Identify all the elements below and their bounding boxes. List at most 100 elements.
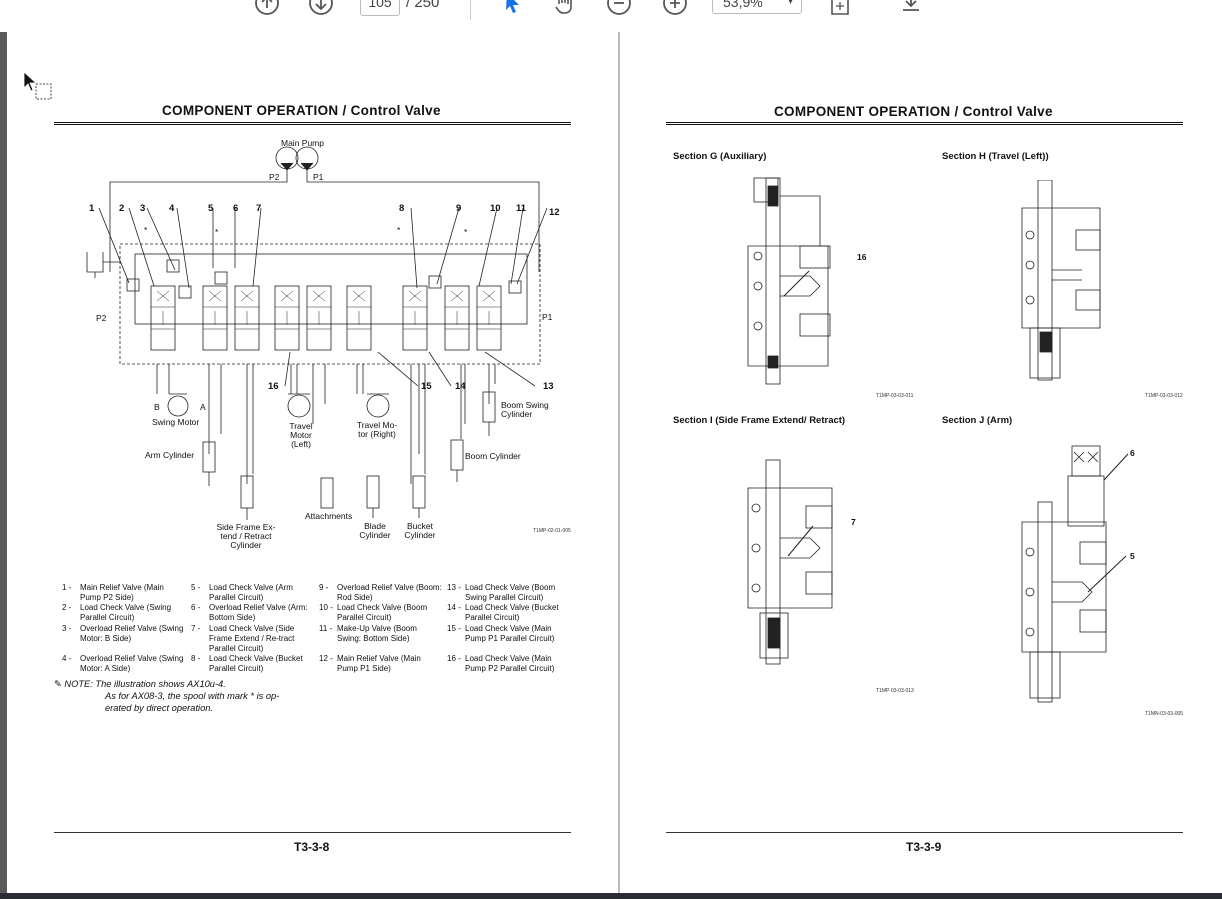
callout-5: 5 (208, 203, 214, 214)
section-i-title: Section I (Side Frame Extend/ Retract) (673, 415, 846, 426)
travel-motor-right-label: Travel Mo- tor (Right) (356, 420, 398, 439)
note-label: NOTE: (64, 679, 93, 689)
left-footer-rule (54, 832, 571, 833)
bottom-status-bar (0, 893, 1222, 899)
section-g-callout: 16 (857, 252, 867, 262)
section-h-drawing (1021, 180, 1101, 381)
toolbar-divider (470, 0, 471, 20)
swing-motor-port-b: B (154, 402, 160, 412)
chevron-down-icon: ▾ (787, 0, 793, 7)
download-icon[interactable] (898, 0, 924, 16)
document-viewer[interactable] (0, 32, 1222, 893)
legend-item: 16 -Load Check Valve (Main Pump P2 Paral… (447, 654, 555, 673)
legend-item: 13 -Load Check Valve (Boom Swing Paralle… (447, 583, 556, 602)
section-j-callout-bottom: 5 (1130, 551, 1135, 561)
section-j-callout-top: 6 (1130, 448, 1135, 458)
page-number-input[interactable]: 105 (360, 0, 400, 16)
bucket-cylinder-label: Bucket Cylinder (404, 521, 436, 540)
arm-cylinder-label: Arm Cylinder (145, 450, 195, 460)
legend-item: 6 -Overload Relief Valve (Arm: Bottom Si… (191, 603, 308, 622)
callout-14: 14 (455, 381, 466, 392)
callout-6: 6 (233, 203, 239, 214)
section-h-title: Section H (Travel (Left)) (942, 151, 1049, 162)
callout-7: 7 (256, 203, 262, 214)
legend-item: 11 -Make-Up Valve (Boom Swing: Bottom Si… (319, 624, 417, 643)
swing-motor-label: Swing Motor (152, 417, 200, 427)
boom-cylinder-label: Boom Cylinder (465, 451, 521, 461)
control-valve-hydraulic-circuit (86, 146, 548, 520)
left-page-number: T3-3-8 (294, 840, 330, 854)
right-page-title: COMPONENT OPERATION / Control Valve (774, 104, 1053, 119)
pump-p2-label: P2 (269, 172, 280, 182)
note-block: ✎ NOTE: The illustration shows AX10u-4. … (54, 678, 279, 714)
port-p1-label: P1 (542, 312, 553, 322)
callout-3: 3 (140, 203, 146, 214)
callout-16: 16 (268, 381, 279, 392)
note-line: The illustration shows AX10u-4. (95, 679, 226, 689)
legend-item: 12 -Main Relief Valve (Main Pump P1 Side… (319, 654, 421, 673)
callout-13: 13 (543, 381, 554, 392)
section-g-title: Section G (Auxiliary) (673, 151, 767, 162)
boom-swing-cylinder-label: Boom Swing Cylinder (501, 400, 549, 419)
swing-motor-port-a: A (200, 402, 206, 412)
scroll-down-icon[interactable] (308, 0, 334, 16)
legend-item: 15 -Load Check Valve (Main Pump P1 Paral… (447, 624, 555, 643)
direct-operation-mark: * (144, 225, 148, 235)
attachments-label: Attachments (305, 511, 353, 521)
side-frame-cylinder-label: Side Frame Ex- tend / Retract Cylinder (216, 522, 276, 550)
callout-15: 15 (421, 381, 432, 392)
viewer-left-gutter (0, 32, 7, 893)
section-i-callout: 7 (851, 517, 856, 527)
zoom-level-value: 53,9% (723, 0, 763, 10)
select-tool-icon[interactable] (500, 0, 526, 16)
scroll-up-icon[interactable] (254, 0, 280, 16)
pump-p1-label: P1 (313, 172, 324, 182)
right-title-rule (666, 122, 1183, 125)
left-page-title: COMPONENT OPERATION / Control Valve (162, 103, 441, 118)
zoom-in-icon[interactable] (662, 0, 688, 16)
note-line: erated by direct operation. (105, 703, 214, 713)
legend-item: 7 -Load Check Valve (Side Frame Extend /… (191, 624, 295, 653)
port-p2-label: P2 (96, 313, 107, 323)
callout-2: 2 (119, 203, 125, 214)
page-total-label: / 250 (406, 0, 440, 11)
legend-item: 14 -Load Check Valve (Bucket Parallel Ci… (447, 603, 559, 622)
fit-page-icon[interactable] (828, 0, 854, 16)
section-g-code: T1MP-03-03-011 (876, 393, 914, 399)
legend-item: 9 -Overload Relief Valve (Boom: Rod Side… (319, 583, 442, 602)
section-h-code: T1MP-03-03-012 (1145, 393, 1183, 399)
legend-item: 2 -Load Check Valve (Swing Parallel Circ… (62, 603, 172, 622)
zoom-level-select[interactable]: 53,9% ▾ (712, 0, 802, 14)
legend-item: 10 -Load Check Valve (Boom Parallel Circ… (319, 603, 428, 622)
left-title-rule (54, 122, 571, 125)
right-footer-rule (666, 832, 1183, 833)
direct-operation-mark: * (397, 225, 401, 235)
callout-12: 12 (549, 207, 560, 218)
section-j-title: Section J (Arm) (942, 415, 1013, 426)
callout-10: 10 (490, 203, 501, 214)
hand-tool-icon[interactable] (552, 0, 578, 16)
direct-operation-mark: * (215, 227, 219, 237)
pdf-toolbar: 105 / 250 53,9% ▾ (0, 0, 1222, 30)
callout-4: 4 (169, 203, 175, 214)
pencil-icon: ✎ (54, 679, 62, 689)
section-g-drawing (747, 177, 831, 385)
legend-item: 3 -Overload Relief Valve (Swing Motor: B… (62, 624, 184, 643)
legend-item: 4 -Overload Relief Valve (Swing Motor: A… (62, 654, 184, 673)
travel-motor-left-label: Travel Motor (Left) (289, 421, 313, 449)
callout-11: 11 (516, 203, 527, 214)
legend-item: 8 -Load Check Valve (Bucket Parallel Cir… (191, 654, 303, 673)
mouse-pointer-icon (22, 70, 54, 107)
blade-cylinder-label: Blade Cylinder (359, 521, 391, 540)
section-i-code: T1MP-03-03-013 (876, 688, 914, 694)
main-pump-label: Main Pump (281, 138, 324, 148)
callout-1: 1 (89, 203, 95, 214)
right-page-number: T3-3-9 (906, 840, 942, 854)
note-line: As for AX08-3, the spool with mark * is … (105, 691, 280, 701)
zoom-out-icon[interactable] (606, 0, 632, 16)
legend-item: 1 -Main Relief Valve (Main Pump P2 Side) (62, 583, 164, 602)
section-j-code: T1MN-03-03-005 (1145, 711, 1184, 717)
section-i-drawing (747, 459, 833, 665)
callout-8: 8 (399, 203, 405, 214)
direct-operation-mark: * (464, 227, 468, 237)
